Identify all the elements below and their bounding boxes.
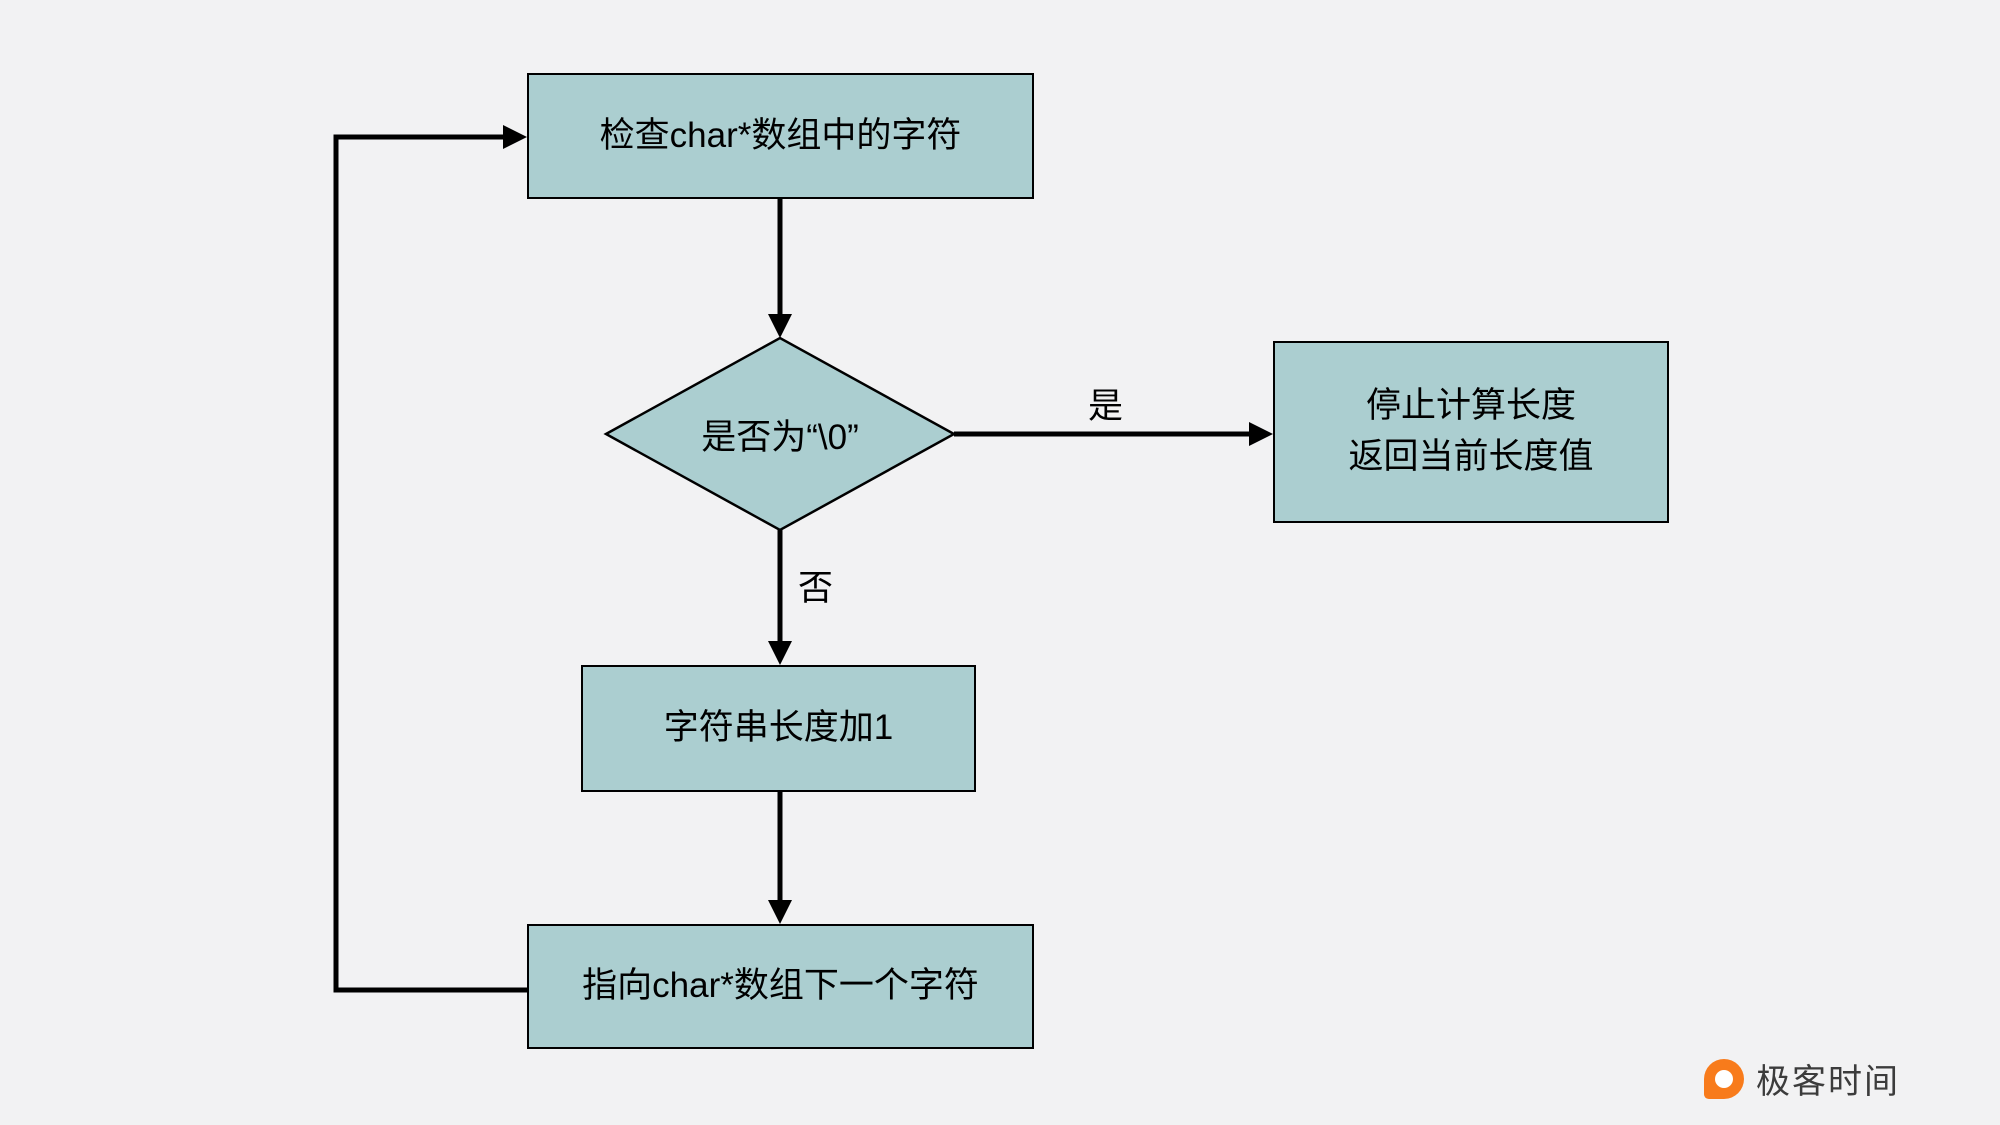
geektime-logo-text: 极客时间	[1756, 1063, 1900, 1101]
arrowhead-check-to-decision	[768, 314, 792, 338]
node-stop-return-line1: 停止计算长度	[1365, 386, 1576, 426]
node-increment-length-label: 字符串长度加1	[663, 708, 894, 748]
node-stop-return-line2: 返回当前长度值	[1348, 437, 1594, 476]
arrowhead-decision-to-increment	[768, 641, 792, 665]
arrowhead-increment-to-advance	[768, 900, 792, 924]
decision-is-null-text: 是否为“\0”	[701, 417, 859, 457]
node-advance-pointer-label: 指向char*数组下一个字符	[582, 966, 979, 1006]
edge-label-no: 否	[798, 560, 833, 611]
arrow-advance-to-check-loop	[333, 134, 527, 993]
node-stop-return: 停止计算长度 返回当前长度值	[1273, 341, 1669, 523]
edge-label-yes: 是	[1088, 378, 1123, 429]
geektime-logo-icon	[1704, 1058, 1744, 1099]
node-check-char: 检查char*数组中的字符	[527, 73, 1034, 199]
node-advance-pointer: 指向char*数组下一个字符	[527, 924, 1034, 1049]
edge-label-yes-text: 是	[1088, 387, 1124, 426]
node-check-char-label: 检查char*数组中的字符	[599, 115, 962, 155]
decision-is-null-label: 是否为“\0”	[630, 408, 930, 460]
edge-label-no-text: 否	[798, 569, 834, 608]
node-increment-length: 字符串长度加1	[581, 665, 976, 792]
arrowhead-decision-to-stop	[1249, 422, 1273, 446]
arrowhead-advance-to-check	[503, 125, 527, 149]
geektime-logo: 极客时间	[1704, 1054, 1900, 1103]
